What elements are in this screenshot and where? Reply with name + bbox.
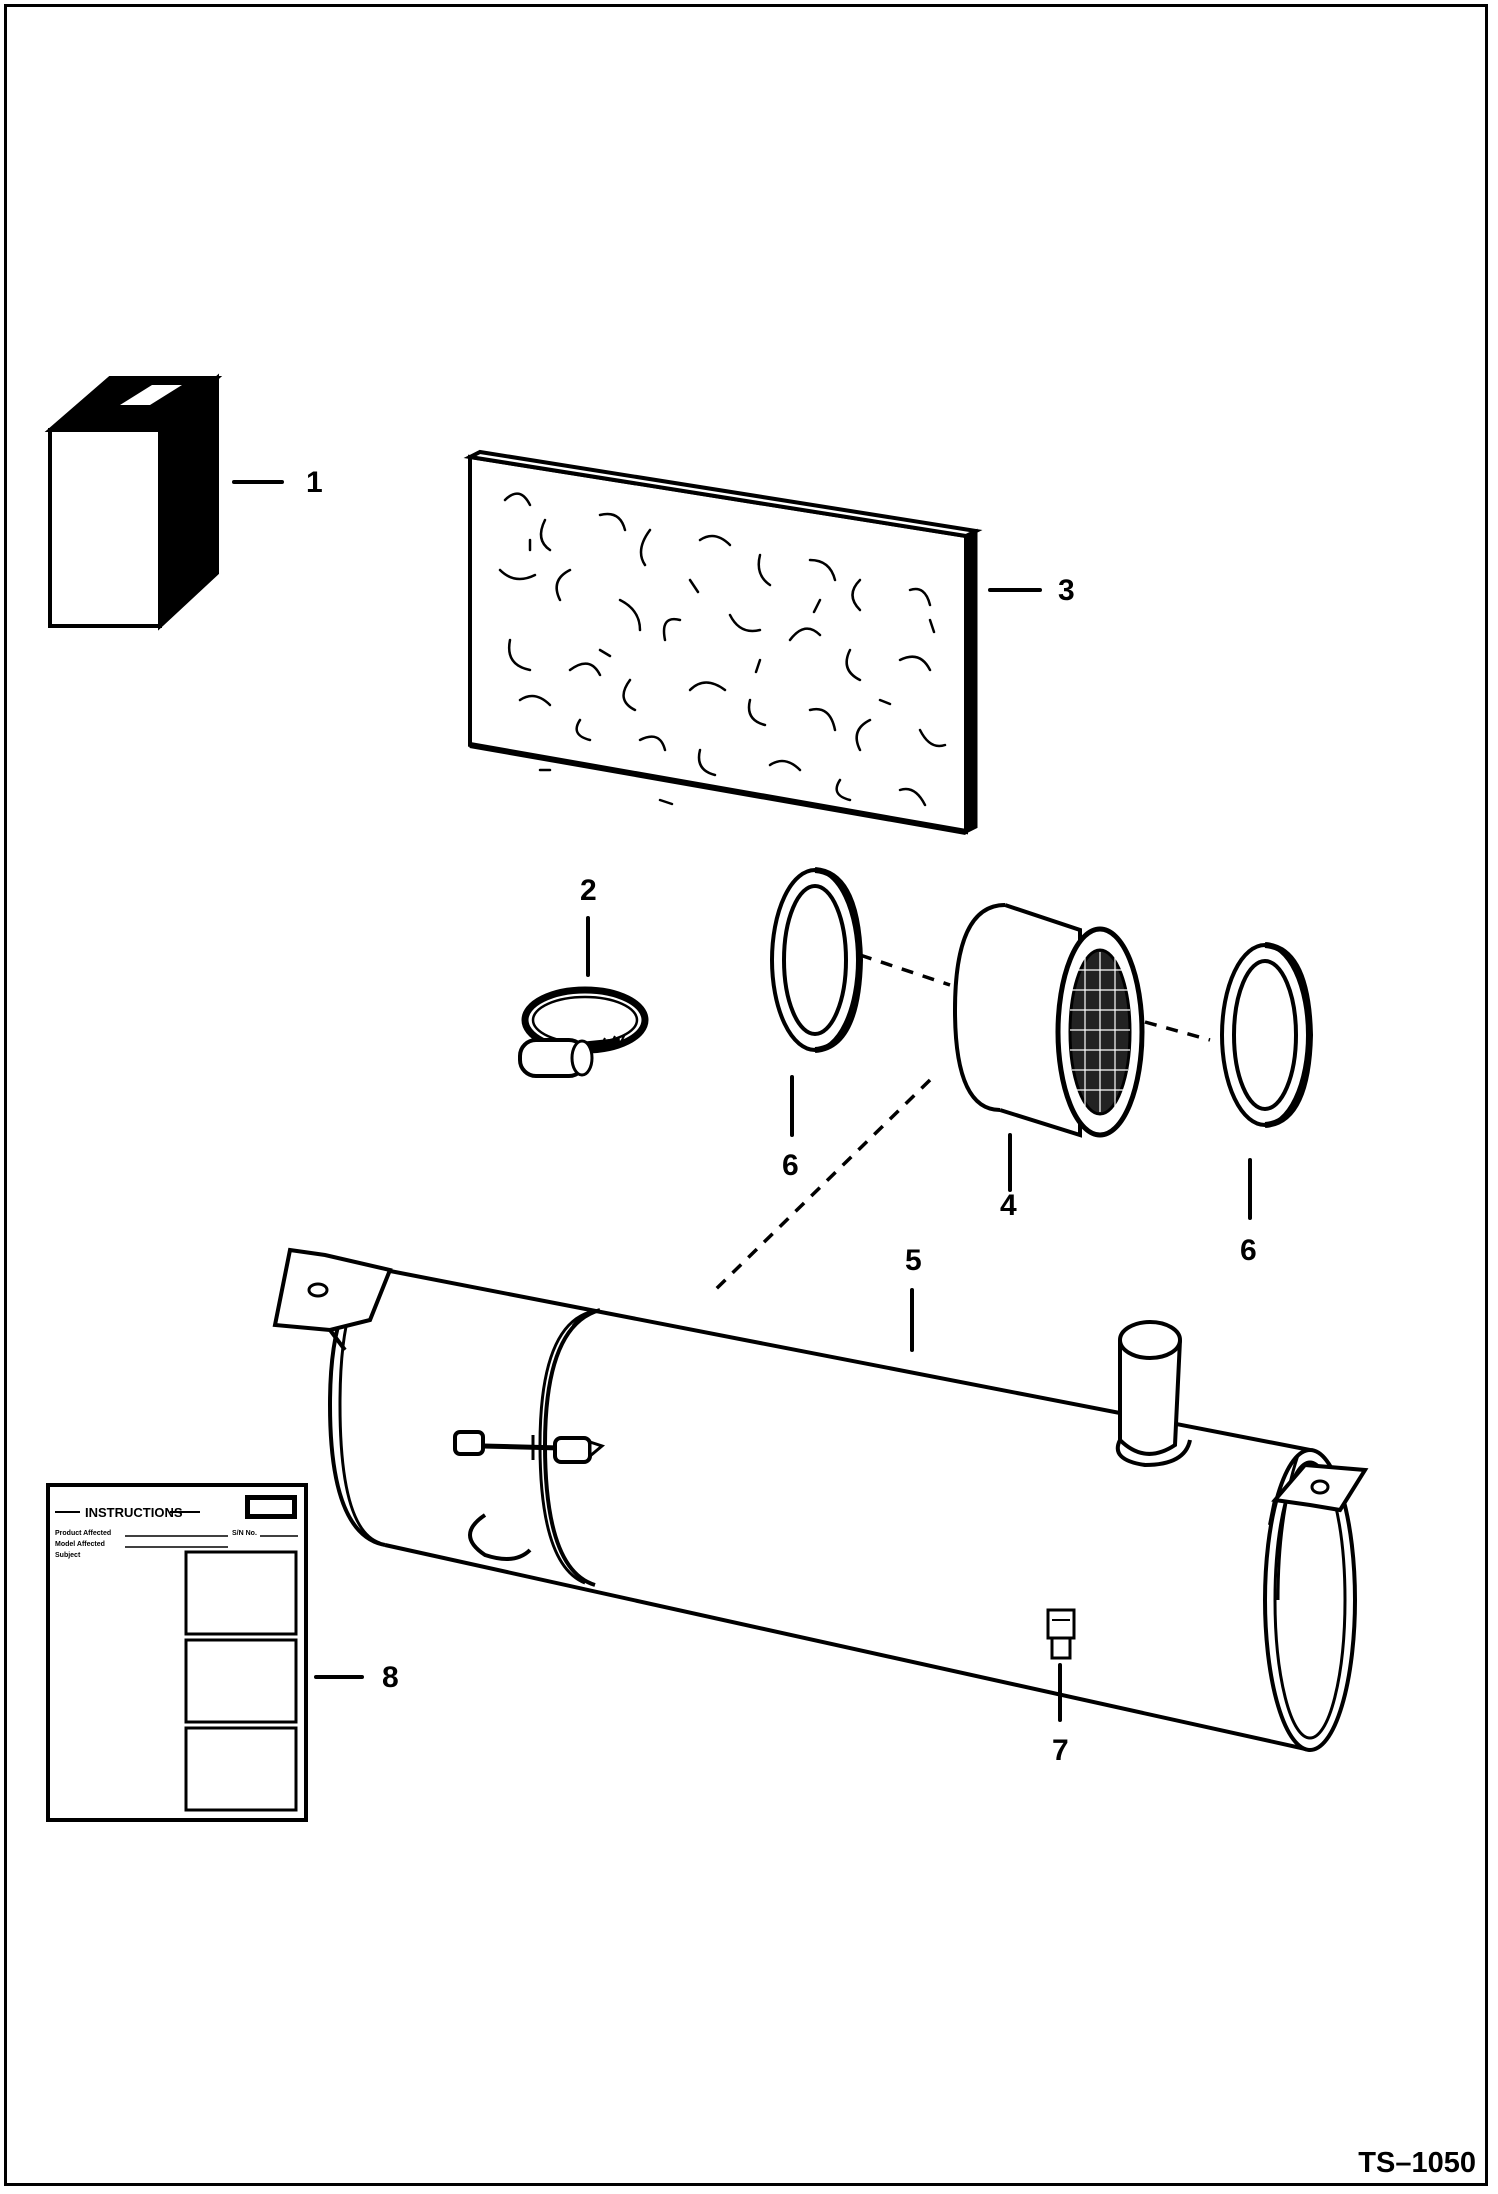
sheet-line-subject: Subject (55, 1552, 81, 1559)
callout-3: 3 (1058, 574, 1075, 607)
callout-7: 7 (1052, 1734, 1069, 1767)
drawing-reference: TS–1050 (1358, 2147, 1476, 2179)
part-8-instruction-sheet: INSTRUCTIONS Product Affected Model Affe… (46, 1483, 308, 1822)
part-4-screen (952, 903, 1145, 1138)
part-2-hose-clamp (518, 986, 649, 1078)
part-6-ring-left (770, 867, 864, 1053)
sheet-line-product: Product Affected (55, 1530, 111, 1537)
part-6-ring-right (1220, 942, 1314, 1128)
callout-4: 4 (1000, 1189, 1017, 1222)
part-3-foam-pad (463, 449, 983, 835)
callout-5: 5 (905, 1244, 922, 1277)
alignment-line-screen (713, 1078, 932, 1292)
callout-2: 2 (580, 874, 597, 907)
part-5-housing (272, 1247, 1369, 1752)
part-1-box (44, 373, 223, 631)
alignment-line-ring-right (1144, 1020, 1211, 1042)
callout-6-right: 6 (1240, 1234, 1257, 1267)
foam-texture (498, 492, 947, 807)
sheet-line-model: Model Affected (55, 1541, 105, 1548)
callout-1: 1 (306, 466, 323, 499)
callout-8: 8 (382, 1661, 399, 1694)
drawing-border (4, 4, 1488, 2186)
sheet-title: INSTRUCTIONS (85, 1505, 183, 1520)
alignment-line-ring-left (859, 953, 951, 987)
callout-6-left: 6 (782, 1149, 799, 1182)
sheet-serial-label: S/N No. (232, 1530, 257, 1537)
